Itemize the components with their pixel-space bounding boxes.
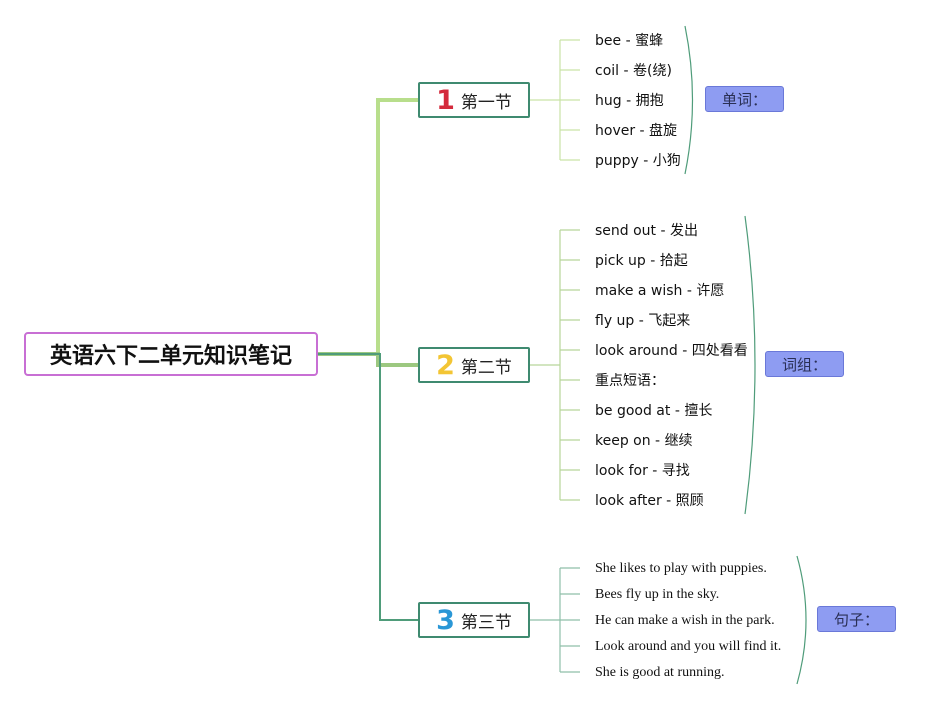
category-label-sentences[interactable]: 句子： <box>817 606 896 632</box>
section-2-item[interactable]: look around - 四处看看 <box>595 343 748 359</box>
number-3-icon: 3 <box>436 604 455 636</box>
brace-section-3 <box>796 555 807 685</box>
number-2-icon: 2 <box>436 349 455 381</box>
section-2-item[interactable]: send out - 发出 <box>595 223 698 239</box>
number-1-icon: 1 <box>436 84 455 116</box>
connectors-section-1 <box>530 39 580 161</box>
category-label-words[interactable]: 单词： <box>705 86 784 112</box>
root-topic[interactable]: 英语六下二单元知识笔记 <box>24 332 318 376</box>
section-3-item[interactable]: She likes to play with puppies. <box>595 561 767 576</box>
section-2-item[interactable]: look after - 照顾 <box>595 493 704 509</box>
section-2-item[interactable]: 重点短语： <box>595 373 665 389</box>
root-topic-label: 英语六下二单元知识笔记 <box>49 344 292 369</box>
category-label-text: 句子： <box>833 610 879 629</box>
section-1-item[interactable]: puppy - 小狗 <box>595 153 681 169</box>
connectors-section-2 <box>530 229 580 501</box>
section-2-item[interactable]: pick up - 拾起 <box>595 253 688 269</box>
section-1-label: 第一节 <box>460 92 512 113</box>
connectors-section-3 <box>530 567 580 673</box>
section-2-item[interactable]: keep on - 继续 <box>595 433 693 449</box>
section-2-item[interactable]: make a wish - 许愿 <box>595 283 725 299</box>
section-1-item[interactable]: hover - 盘旋 <box>595 123 678 139</box>
category-label-phrases[interactable]: 词组： <box>765 351 844 377</box>
section-2-item[interactable]: be good at - 擅长 <box>595 403 713 419</box>
section-3-item[interactable]: She is good at running. <box>595 665 725 680</box>
section-1-item[interactable]: hug - 拥抱 <box>595 93 664 109</box>
category-label-text: 词组： <box>781 355 827 374</box>
connector-root-section-3 <box>318 353 418 621</box>
section-1-item[interactable]: coil - 卷(绕) <box>595 63 672 79</box>
brace-section-1 <box>684 25 694 175</box>
brace-section-2 <box>744 215 756 515</box>
section-1-item[interactable]: bee - 蜜蜂 <box>595 33 664 49</box>
section-3-item[interactable]: Bees fly up in the sky. <box>595 587 720 602</box>
category-label-text: 单词： <box>721 90 767 109</box>
section-3-node[interactable]: 3 第三节 <box>418 602 530 638</box>
section-1-node[interactable]: 1 第一节 <box>418 82 530 118</box>
connector-root-section-2 <box>318 352 418 367</box>
section-2-node[interactable]: 2 第二节 <box>418 347 530 383</box>
section-2-label: 第二节 <box>460 357 512 378</box>
section-2-item[interactable]: fly up - 飞起来 <box>595 313 691 329</box>
section-3-item[interactable]: Look around and you will find it. <box>595 639 782 654</box>
connector-root-section-1 <box>318 98 418 356</box>
section-3-label: 第三节 <box>460 612 512 633</box>
section-2-item[interactable]: look for - 寻找 <box>595 463 690 479</box>
section-3-item[interactable]: He can make a wish in the park. <box>595 613 775 628</box>
